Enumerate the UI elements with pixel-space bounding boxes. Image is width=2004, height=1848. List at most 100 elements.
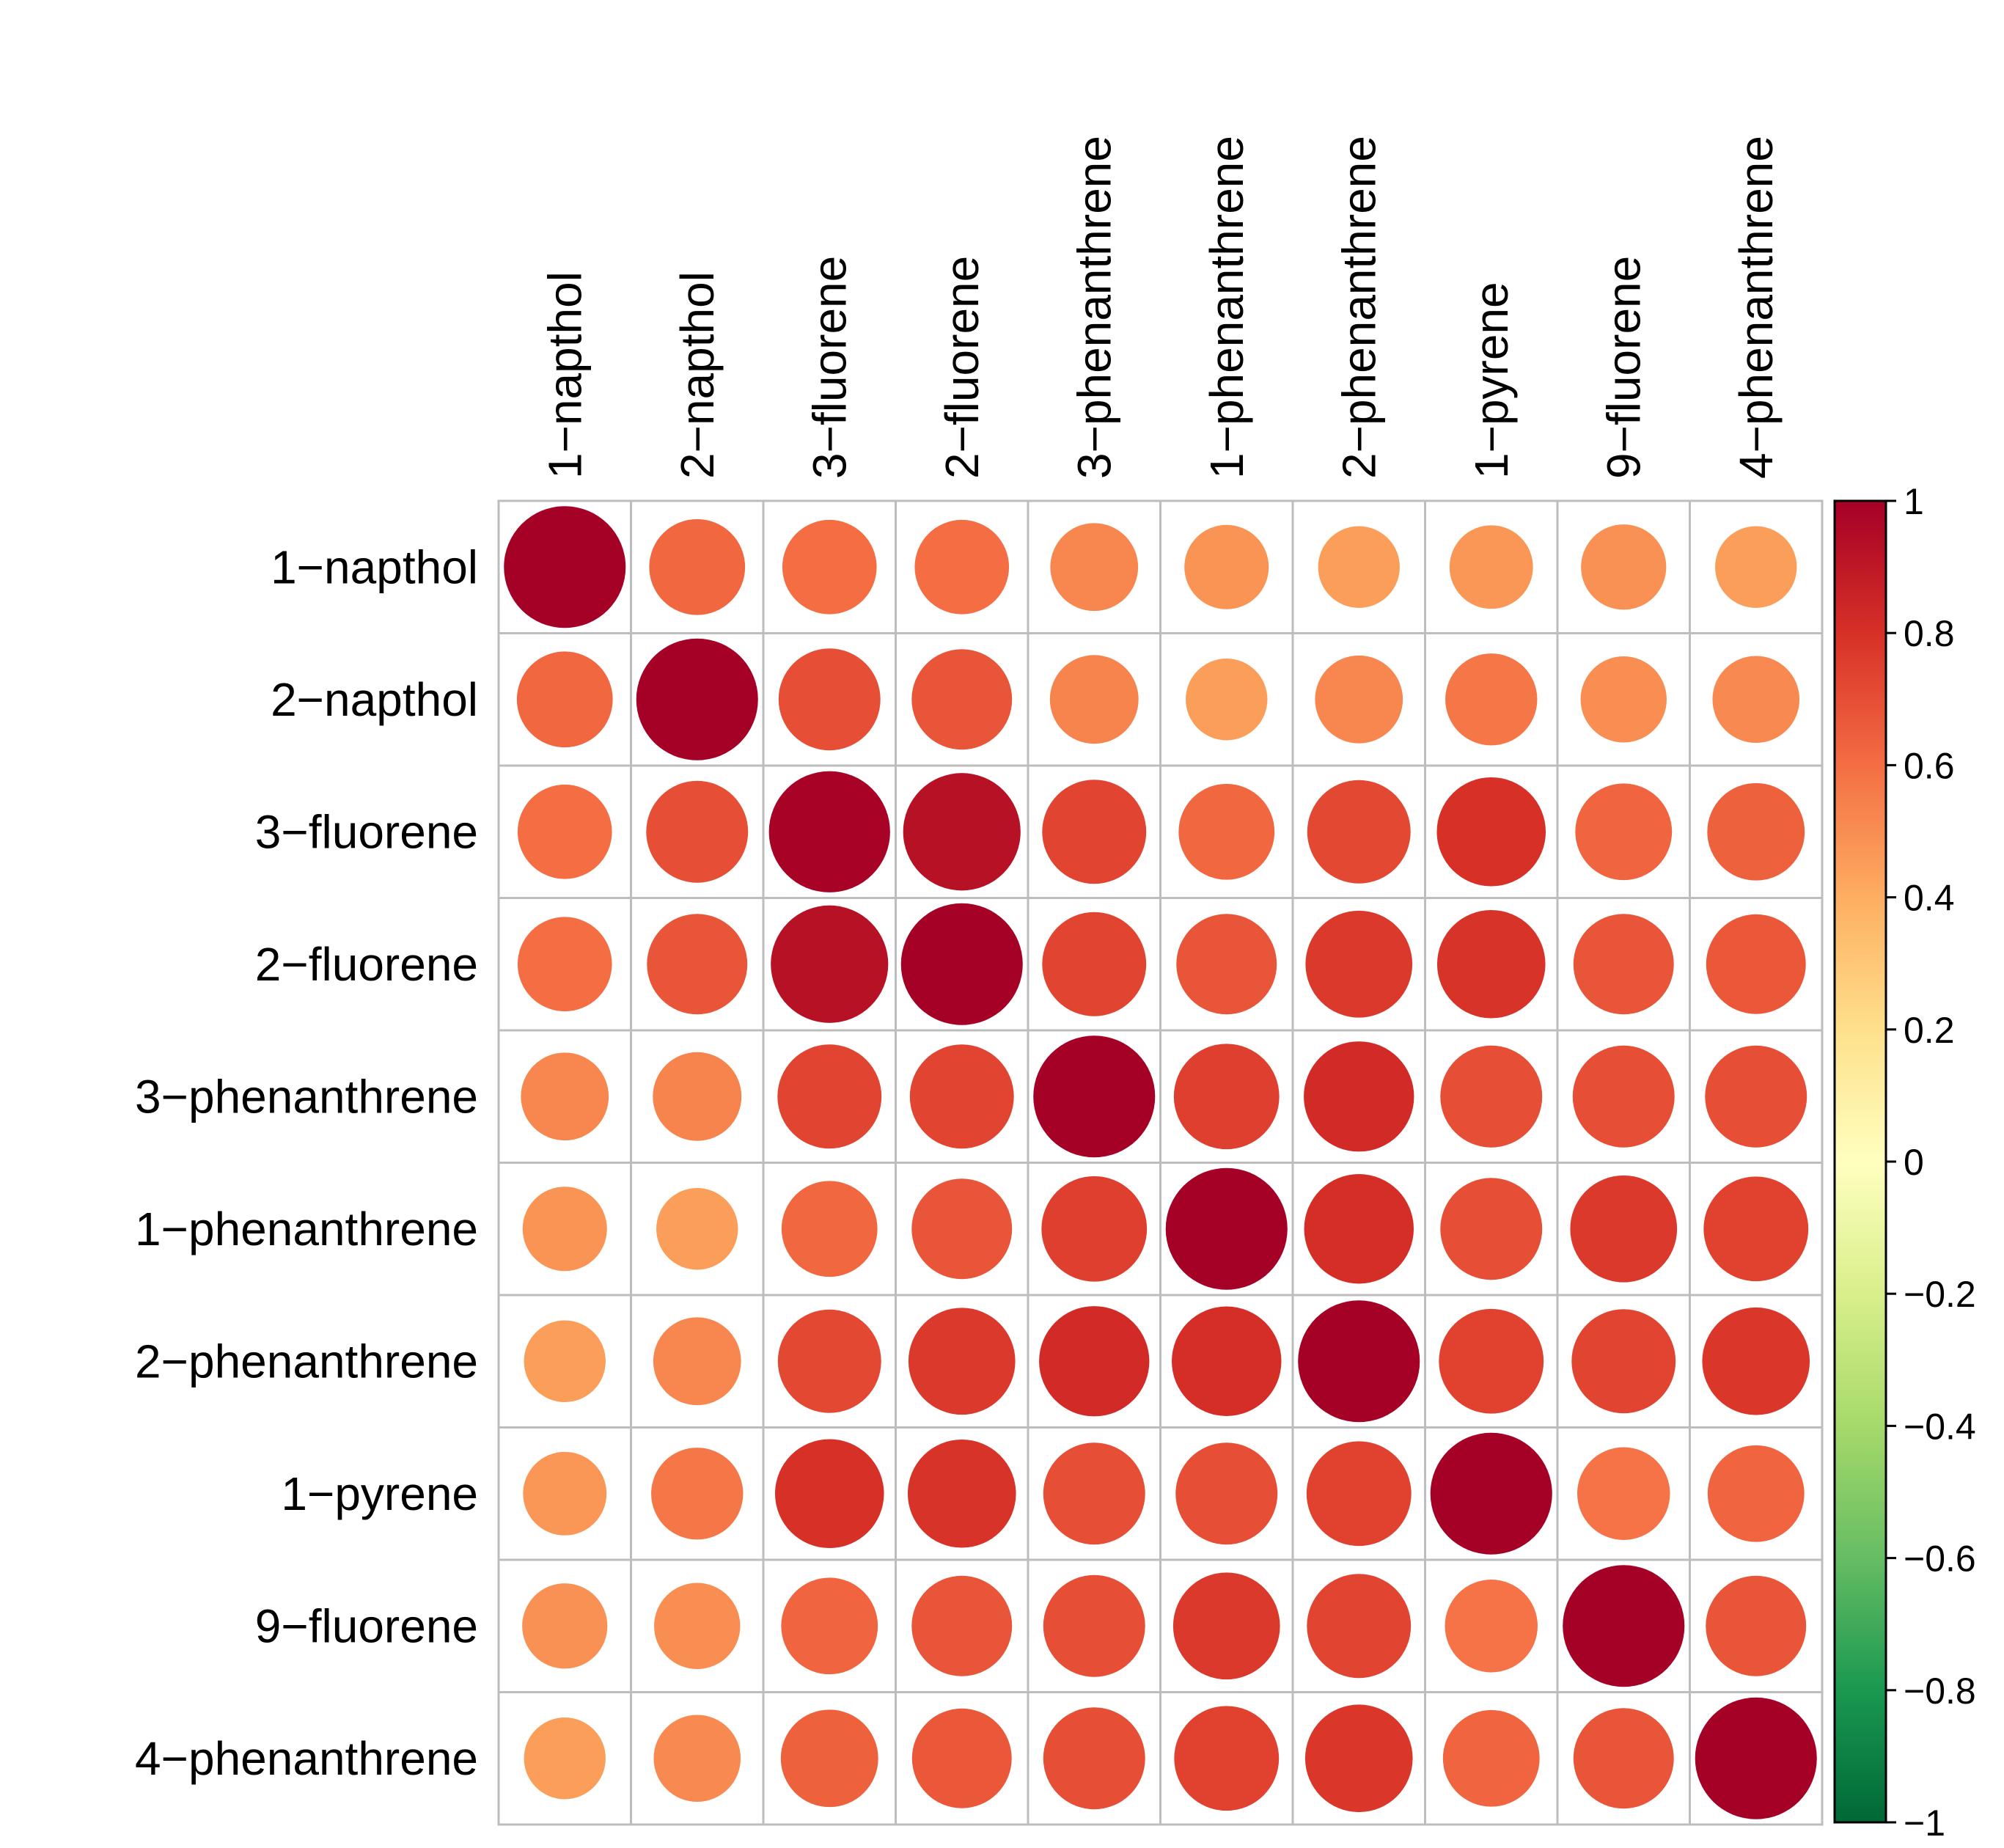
correlation-circle bbox=[1165, 1167, 1288, 1290]
correlation-circle bbox=[771, 905, 889, 1023]
correlation-circle bbox=[1304, 1174, 1414, 1284]
correlation-circle bbox=[646, 780, 749, 883]
correlation-circle bbox=[1573, 1708, 1674, 1809]
column-label: 3−phenanthrene bbox=[1068, 136, 1120, 479]
column-label: 3−fluorene bbox=[803, 256, 856, 479]
correlation-circle bbox=[1707, 782, 1805, 881]
correlation-circle bbox=[517, 784, 612, 879]
row-label: 2−napthol bbox=[271, 673, 478, 726]
colorbar-tick-label: 0 bbox=[1904, 1142, 1924, 1183]
row-label: 2−fluorene bbox=[255, 938, 478, 991]
correlation-circle bbox=[1580, 656, 1667, 743]
correlation-circle bbox=[1440, 1045, 1543, 1148]
correlation-circle bbox=[1186, 659, 1268, 741]
row-label: 1−napthol bbox=[271, 540, 478, 593]
column-label: 4−phenanthrene bbox=[1730, 136, 1783, 479]
correlation-circle bbox=[1445, 1580, 1538, 1673]
colorbar-tick-label: −1 bbox=[1904, 1803, 1945, 1844]
correlation-circle bbox=[524, 1320, 606, 1402]
column-label: 2−phenanthrene bbox=[1332, 136, 1385, 479]
colorbar-tick-label: 0.8 bbox=[1904, 613, 1955, 654]
correlation-circle bbox=[907, 1439, 1016, 1548]
correlation-circle bbox=[1703, 1176, 1809, 1282]
row-label: 4−phenanthrene bbox=[135, 1732, 478, 1785]
correlation-circle bbox=[911, 1708, 1012, 1808]
correlation-circle bbox=[1176, 914, 1277, 1015]
correlation-circle bbox=[1318, 526, 1400, 608]
correlation-circle bbox=[1715, 526, 1797, 608]
correlation-circle bbox=[1442, 1709, 1540, 1807]
correlation-circle bbox=[522, 1583, 608, 1669]
correlation-circle bbox=[1440, 1178, 1543, 1280]
correlation-circle bbox=[1172, 1306, 1282, 1416]
correlation-circle bbox=[1315, 655, 1403, 744]
correlation-circle bbox=[1571, 1309, 1676, 1414]
correlation-circle bbox=[1695, 1697, 1817, 1819]
colorbar-tick-label: 0.2 bbox=[1904, 1010, 1955, 1051]
row-label: 3−fluorene bbox=[255, 805, 478, 858]
correlation-circle bbox=[1172, 1572, 1280, 1680]
colorbar-tick-label: −0.4 bbox=[1904, 1406, 1976, 1447]
correlation-circle bbox=[653, 1715, 741, 1803]
correlation-circle bbox=[1436, 777, 1546, 887]
correlation-circle bbox=[524, 1717, 606, 1800]
correlation-circle bbox=[1043, 1442, 1145, 1545]
correlation-circle bbox=[780, 1709, 878, 1808]
correlation-circle bbox=[909, 1044, 1014, 1149]
colorbar-gradient bbox=[1833, 499, 1887, 1824]
correlation-circle bbox=[1041, 1176, 1148, 1282]
correlation-circle bbox=[653, 1052, 742, 1141]
correlation-circle bbox=[1577, 1447, 1670, 1540]
correlation-circle bbox=[1445, 653, 1538, 746]
correlation-circle bbox=[523, 1451, 607, 1536]
correlation-circle bbox=[908, 1308, 1016, 1415]
colorbar-tick-label: −0.8 bbox=[1904, 1671, 1976, 1712]
correlation-circle bbox=[1049, 655, 1139, 744]
row-labels: 1−napthol2−napthol3−fluorene2−fluorene3−… bbox=[135, 540, 478, 1785]
correlation-circle bbox=[1175, 1442, 1278, 1545]
column-label: 2−fluorene bbox=[936, 256, 988, 479]
correlation-circle bbox=[777, 1309, 881, 1413]
correlation-circle bbox=[1042, 912, 1147, 1016]
correlation-circle bbox=[1033, 1035, 1156, 1158]
correlation-circle bbox=[911, 649, 1013, 750]
correlation-circle bbox=[521, 1052, 609, 1141]
correlation-circle bbox=[1581, 524, 1667, 610]
correlation-circle bbox=[1304, 1041, 1414, 1152]
column-label: 1−pyrene bbox=[1465, 282, 1518, 479]
correlation-circle bbox=[1174, 1706, 1280, 1811]
correlation-circle bbox=[1298, 1300, 1420, 1423]
correlation-circle bbox=[1050, 523, 1139, 612]
column-label: 1−phenanthrene bbox=[1200, 136, 1253, 479]
row-label: 9−fluorene bbox=[255, 1599, 478, 1652]
correlation-circle bbox=[1706, 914, 1806, 1014]
correlation-circle bbox=[1307, 780, 1411, 884]
correlation-circle bbox=[768, 771, 890, 892]
correlation-circle bbox=[1707, 1445, 1805, 1542]
correlation-circle bbox=[516, 651, 613, 748]
correlation-circle bbox=[522, 1187, 607, 1272]
correlation-circle bbox=[911, 1178, 1013, 1280]
correlation-circle bbox=[1043, 1707, 1145, 1810]
correlation-circle bbox=[1184, 524, 1269, 609]
correlation-circle bbox=[1178, 783, 1275, 880]
row-label: 2−phenanthrene bbox=[135, 1335, 478, 1387]
colorbar-tick-label: −0.2 bbox=[1904, 1274, 1976, 1315]
correlation-circle bbox=[649, 518, 746, 615]
correlation-circle bbox=[1436, 909, 1546, 1019]
correlation-circle bbox=[1570, 1175, 1678, 1283]
correlation-circle bbox=[782, 519, 877, 615]
correlation-circle bbox=[1430, 1432, 1552, 1555]
correlation-circle bbox=[1173, 1044, 1280, 1150]
correlation-circle bbox=[656, 1188, 738, 1270]
correlation-circle bbox=[1712, 656, 1800, 744]
correlation-circle bbox=[654, 1583, 741, 1669]
correlation-circle bbox=[1304, 1704, 1413, 1813]
correlation-circle bbox=[653, 1317, 741, 1406]
correlation-circle bbox=[1439, 1308, 1544, 1414]
colorbar-tick-label: −0.6 bbox=[1904, 1539, 1976, 1580]
correlation-circle bbox=[1039, 1306, 1150, 1417]
